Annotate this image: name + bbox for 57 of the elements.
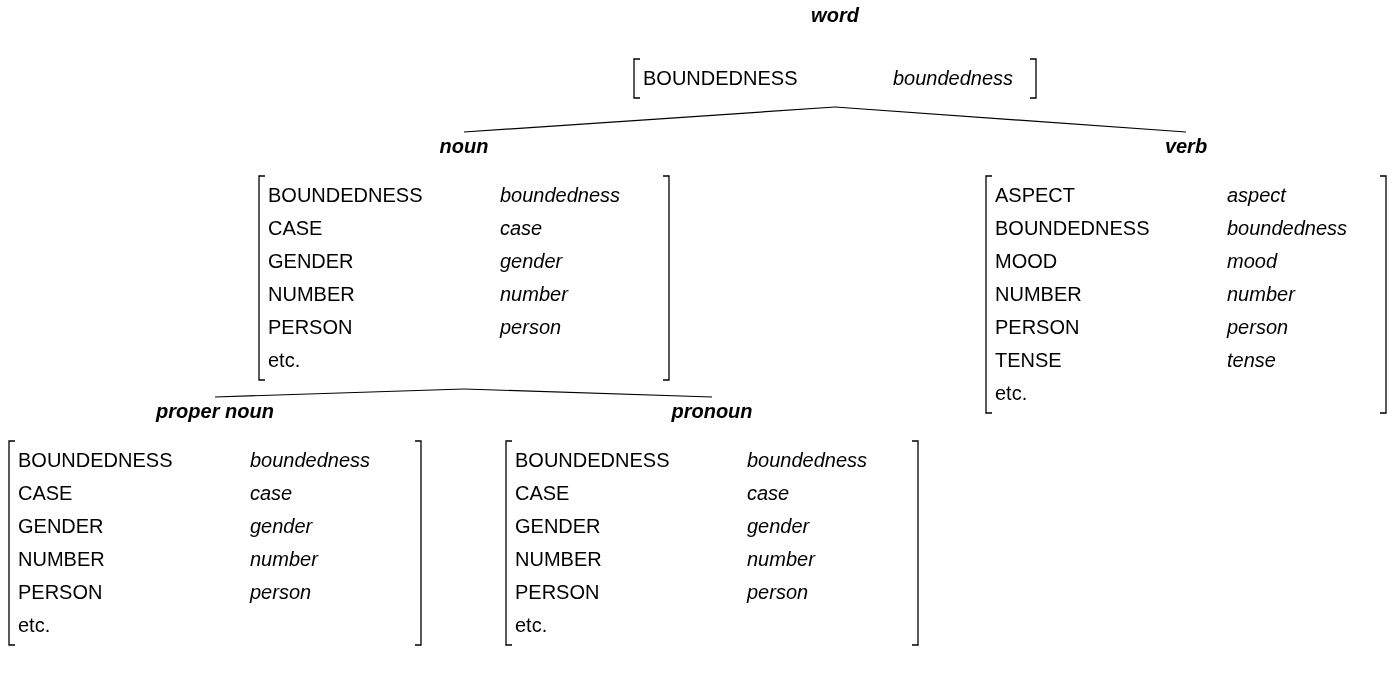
feature-value: boundedness	[250, 448, 372, 473]
category-label: proper noun	[156, 399, 274, 424]
feature-name: MOOD	[995, 249, 1059, 274]
category-label: noun	[439, 134, 489, 159]
feature-value: mood	[1227, 249, 1279, 274]
feature-name: NUMBER	[515, 547, 603, 572]
feature-value: boundedness	[747, 448, 869, 473]
tree-branch-line	[214, 388, 465, 398]
feature-value: number	[250, 547, 320, 572]
category-label: pronoun	[671, 399, 753, 424]
feature-value: person	[250, 580, 313, 605]
feature-name: NUMBER	[995, 282, 1083, 307]
feature-name: BOUNDEDNESS	[268, 183, 424, 208]
feature-value: number	[1227, 282, 1297, 307]
feature-name: GENDER	[515, 514, 602, 539]
continuation-text: etc.	[515, 613, 549, 638]
feature-value: gender	[250, 514, 314, 539]
continuation-text: etc.	[995, 381, 1029, 406]
feature-name: BOUNDEDNESS	[643, 66, 799, 91]
feature-value: number	[747, 547, 817, 572]
feature-value: number	[500, 282, 570, 307]
feature-value: person	[747, 580, 810, 605]
feature-value: case	[500, 216, 544, 241]
feature-value: aspect	[1227, 183, 1288, 208]
continuation-text: etc.	[18, 613, 52, 638]
tree-branch-line	[463, 388, 713, 398]
feature-value: person	[1227, 315, 1290, 340]
feature-value: gender	[747, 514, 811, 539]
feature-name: BOUNDEDNESS	[18, 448, 174, 473]
feature-name: TENSE	[995, 348, 1063, 373]
feature-name: PERSON	[515, 580, 601, 605]
feature-value: gender	[500, 249, 564, 274]
feature-name: BOUNDEDNESS	[515, 448, 671, 473]
feature-name: PERSON	[995, 315, 1081, 340]
feature-value: boundedness	[1227, 216, 1349, 241]
category-label: verb	[1164, 134, 1208, 159]
feature-name: PERSON	[18, 580, 104, 605]
feature-name: CASE	[18, 481, 74, 506]
feature-name: CASE	[515, 481, 571, 506]
tree-branch-line	[834, 106, 1187, 133]
feature-value: case	[250, 481, 294, 506]
feature-value: boundedness	[893, 66, 1015, 91]
feature-name: NUMBER	[18, 547, 106, 572]
feature-name: GENDER	[18, 514, 105, 539]
feature-value: boundedness	[500, 183, 622, 208]
feature-value: case	[747, 481, 791, 506]
feature-name: NUMBER	[268, 282, 356, 307]
feature-name: BOUNDEDNESS	[995, 216, 1151, 241]
feature-name: PERSON	[268, 315, 354, 340]
feature-name: CASE	[268, 216, 324, 241]
feature-value: tense	[1227, 348, 1277, 373]
feature-value: person	[500, 315, 563, 340]
feature-name: ASPECT	[995, 183, 1077, 208]
category-label: word	[811, 3, 859, 28]
tree-branch-line	[463, 106, 836, 133]
continuation-text: etc.	[268, 348, 302, 373]
feature-name: GENDER	[268, 249, 355, 274]
